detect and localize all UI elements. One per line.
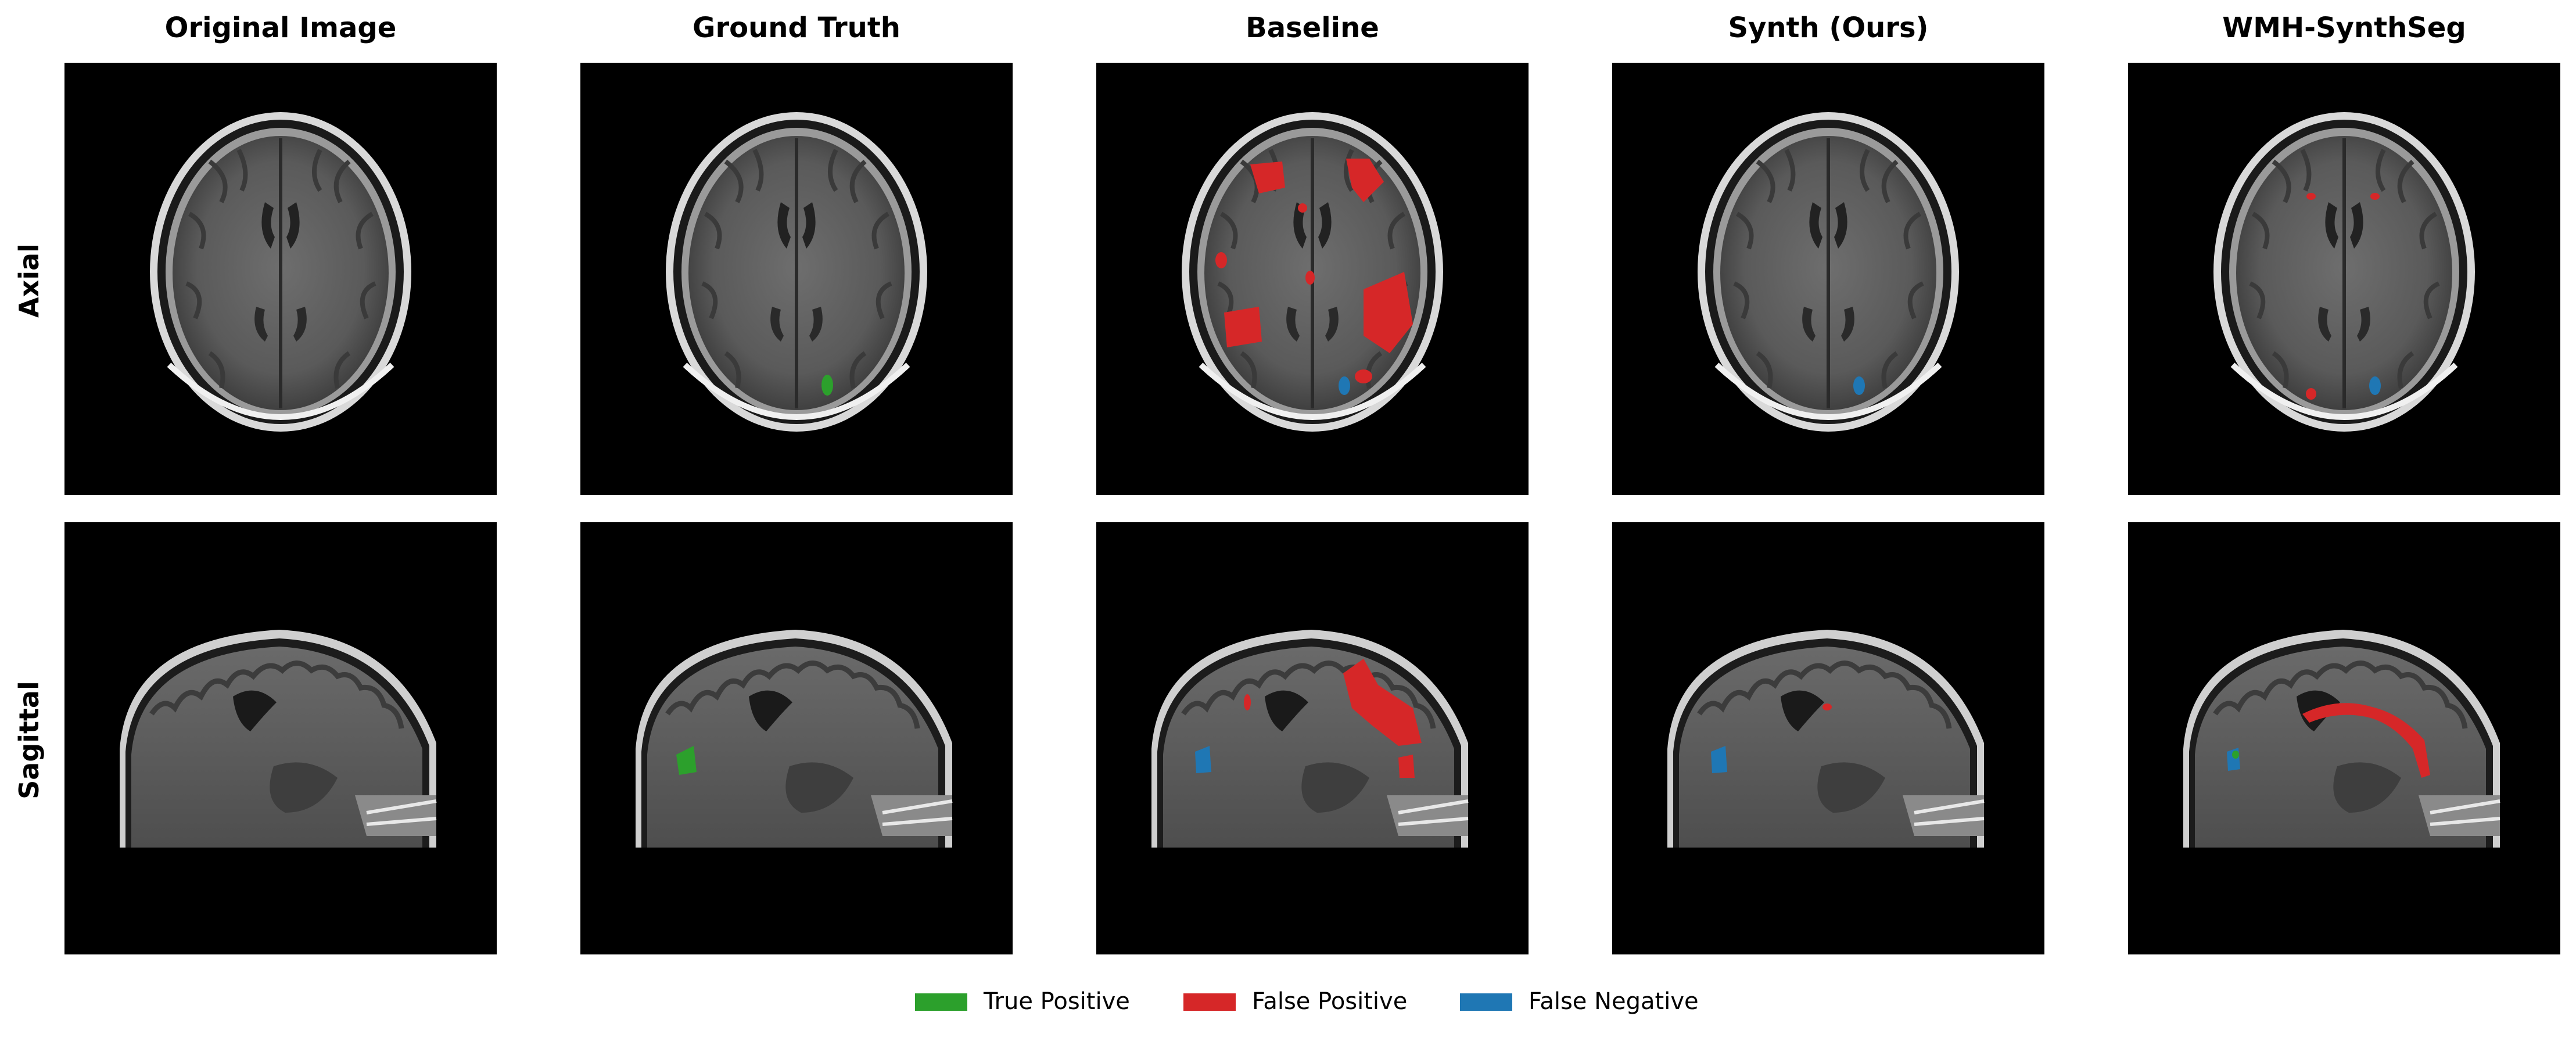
false-positive-region <box>2302 703 2430 778</box>
row-title-axial: Axial <box>13 243 45 318</box>
false-negative-region <box>1853 376 1865 395</box>
false-positive-swatch <box>1183 993 1236 1011</box>
false-negative-swatch <box>1460 993 1512 1011</box>
column-title-original-image: Original Image <box>164 12 397 44</box>
false-positive-regions <box>1244 659 1422 778</box>
false-positive-label: False Positive <box>1252 988 1408 1015</box>
false-positive-region <box>1822 703 1832 710</box>
axial-wmh-synthseg <box>2128 63 2560 495</box>
column-title-ground-truth: Ground Truth <box>693 12 900 44</box>
axial-original-image <box>64 63 497 495</box>
true-positive-region <box>2232 751 2239 759</box>
false-negative-region <box>2369 376 2381 395</box>
false-negative-region <box>1339 376 1350 395</box>
axial-baseline <box>1096 63 1529 495</box>
sagittal-synth-ours <box>1612 522 2044 954</box>
sagittal-ground-truth <box>580 522 1013 954</box>
sagittal-wmh-synthseg <box>2128 522 2560 954</box>
false-positive-regions <box>1215 159 1413 383</box>
column-title-wmh-synthseg: WMH-SynthSeg <box>2222 12 2466 44</box>
true-positive-region <box>676 746 697 775</box>
column-title-baseline: Baseline <box>1246 12 1379 44</box>
sagittal-baseline <box>1096 522 1529 954</box>
sagittal-original-image <box>64 522 497 954</box>
axial-synth-ours <box>1612 63 2044 495</box>
true-positive-swatch <box>915 993 967 1011</box>
axial-ground-truth <box>580 63 1013 495</box>
false-negative-region <box>1195 746 1211 773</box>
false-negative-region <box>1711 746 1727 773</box>
column-title-synth-ours: Synth (Ours) <box>1728 12 1929 44</box>
false-positive-regions <box>2306 193 2380 400</box>
row-title-sagittal: Sagittal <box>13 681 45 799</box>
false-negative-region <box>2227 748 2240 771</box>
true-positive-label: True Positive <box>984 988 1130 1015</box>
false-negative-label: False Negative <box>1529 988 1699 1015</box>
true-positive-region <box>821 375 833 396</box>
